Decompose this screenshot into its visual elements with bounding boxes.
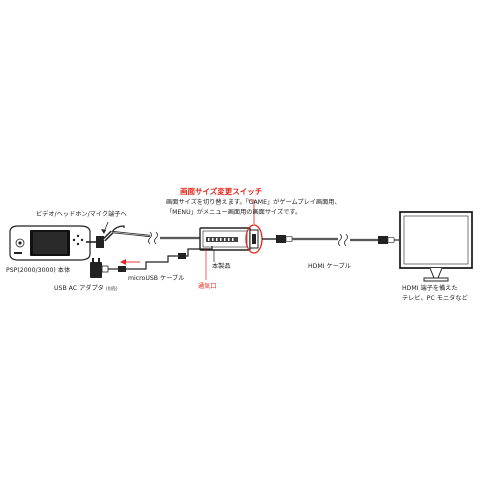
hdmi-cable-label: HDMI ケーブル — [308, 263, 351, 270]
product-box — [199, 227, 259, 251]
usb-adapter-name: USB AC アダプタ — [54, 285, 104, 292]
vent-label: 通気口 — [198, 283, 217, 290]
product-label: 本製品 — [212, 263, 231, 270]
tv-label-line1: HDMI 端子を備えた — [402, 285, 458, 292]
cable-break-left — [148, 231, 158, 245]
tv-monitor — [399, 211, 473, 282]
hdmi-cable — [262, 233, 402, 247]
tv-label-line2: テレビ、PC モニタなど — [402, 295, 468, 302]
switch-description-line2: 「MENU」がメニュー画面用の画面サイズです。 — [166, 209, 302, 216]
switch-description-line1: 画面サイズを切り替えます。「GAME」がゲームプレイ画面用、 — [166, 199, 341, 206]
psp-label: PSP(2000/3000) 本体 — [6, 267, 71, 274]
usb-adapter-note: (別売) — [105, 286, 118, 291]
switch-title: 画面サイズ変更スイッチ — [180, 187, 263, 196]
av-plug — [86, 225, 151, 248]
usb-cable-label: microUSB ケーブル — [128, 275, 185, 282]
video-port-label: ビデオ/ヘッドホン/マイク端子へ — [36, 211, 127, 218]
psp-console — [9, 225, 91, 261]
usb-adapter-label: USB AC アダプタ (別売) — [54, 285, 118, 292]
usb-cable — [108, 246, 213, 272]
usb-ac-adapter — [90, 258, 109, 278]
